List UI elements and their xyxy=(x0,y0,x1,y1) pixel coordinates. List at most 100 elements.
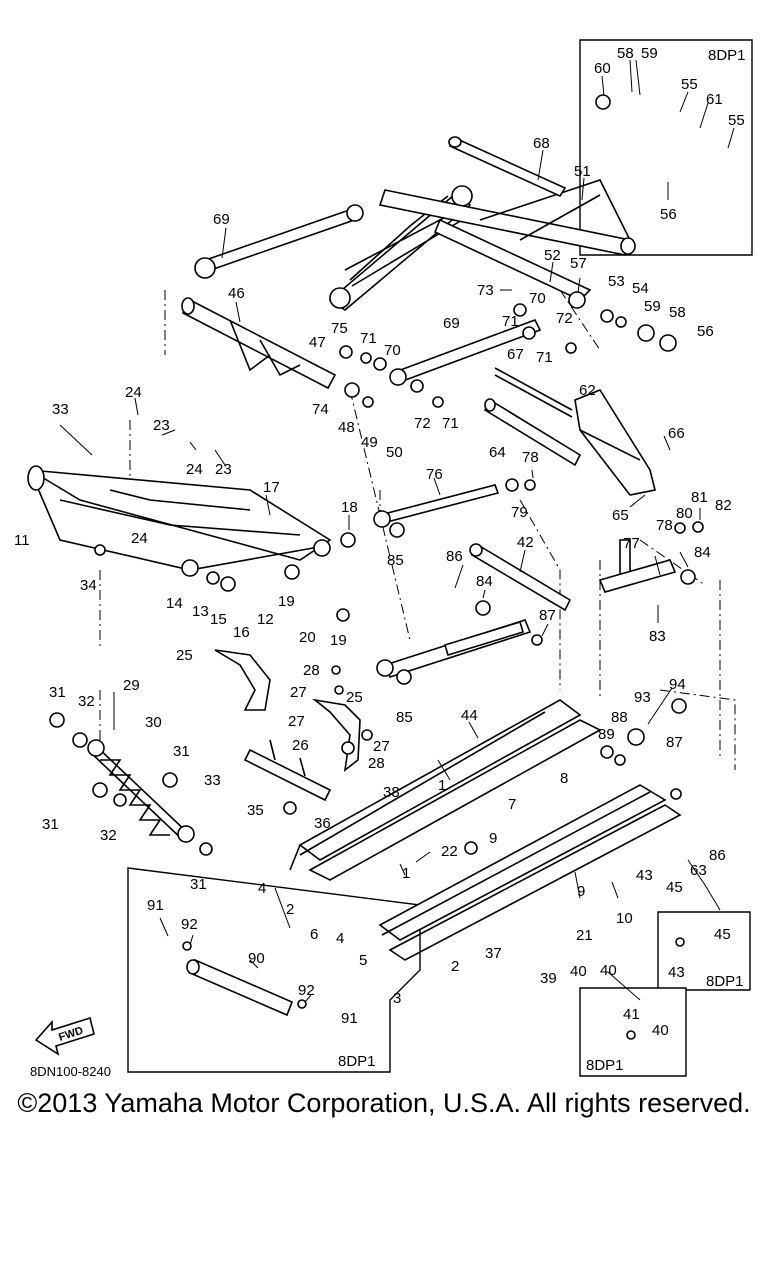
callout: 31 xyxy=(173,743,190,760)
callout: 72 xyxy=(414,415,431,432)
callout: 75 xyxy=(331,320,348,337)
callout: 31 xyxy=(49,684,66,701)
callout: 12 xyxy=(257,611,274,628)
callout: 9 xyxy=(577,883,585,900)
callout: 76 xyxy=(426,466,443,483)
callout: 40 xyxy=(570,963,587,980)
callout: 83 xyxy=(649,628,666,645)
callout: 14 xyxy=(166,595,183,612)
callout: 68 xyxy=(533,135,550,152)
callout: 40 xyxy=(652,1022,669,1039)
callout: 21 xyxy=(576,927,593,944)
callout: 46 xyxy=(228,285,245,302)
callout: 33 xyxy=(52,401,69,418)
callout: 70 xyxy=(384,342,401,359)
callout: 71 xyxy=(536,349,553,366)
callout: 18 xyxy=(341,499,358,516)
inset-box-bottom-left: 8DP1 xyxy=(127,867,421,1073)
inset-label-bottom-left: 8DP1 xyxy=(338,1053,376,1070)
callout: 70 xyxy=(529,290,546,307)
callout: 49 xyxy=(361,434,378,451)
callout: 82 xyxy=(715,497,732,514)
callout: 30 xyxy=(145,714,162,731)
callout: 86 xyxy=(709,847,726,864)
callout: 55 xyxy=(728,112,745,129)
callout: 60 xyxy=(594,60,611,77)
callout: 50 xyxy=(386,444,403,461)
callout: 25 xyxy=(346,689,363,706)
callout: 24 xyxy=(131,530,148,547)
callout: 40 xyxy=(600,962,617,979)
bracket-62 xyxy=(574,389,656,496)
callout: 15 xyxy=(210,611,227,628)
bracket-25-right xyxy=(312,698,361,772)
callout: 25 xyxy=(176,647,193,664)
callout: 91 xyxy=(147,897,164,914)
callout: 56 xyxy=(660,206,677,223)
callout: 71 xyxy=(442,415,459,432)
callout: 57 xyxy=(570,255,587,272)
callout: 61 xyxy=(706,91,723,108)
callout: 1 xyxy=(438,777,446,794)
callout: 27 xyxy=(373,738,390,755)
leader-lines xyxy=(59,59,735,1003)
callout: 43 xyxy=(636,867,653,884)
callout: 87 xyxy=(666,734,683,751)
callout: 69 xyxy=(443,315,460,332)
callout: 94 xyxy=(669,676,686,693)
callout: 91 xyxy=(341,1010,358,1027)
callout: 34 xyxy=(80,577,97,594)
callout: 2 xyxy=(451,958,459,975)
callout: 35 xyxy=(247,802,264,819)
callout: 20 xyxy=(299,629,316,646)
callout: 17 xyxy=(263,479,280,496)
callout: 78 xyxy=(656,517,673,534)
callout: 90 xyxy=(248,950,265,967)
callout: 13 xyxy=(192,603,209,620)
callout: 10 xyxy=(616,910,633,927)
callout: 41 xyxy=(623,1006,640,1023)
callout: 51 xyxy=(574,163,591,180)
callout: 84 xyxy=(476,573,493,590)
callout: 89 xyxy=(598,726,615,743)
callout: 5 xyxy=(359,952,367,969)
callout: 85 xyxy=(387,552,404,569)
callout: 72 xyxy=(556,310,573,327)
shaft-46 xyxy=(181,297,337,390)
callout: 59 xyxy=(641,45,658,62)
callout: 9 xyxy=(489,830,497,847)
callout: 65 xyxy=(612,507,629,524)
callout: 56 xyxy=(697,323,714,340)
slide-rail-right xyxy=(289,699,602,881)
callout: 88 xyxy=(611,709,628,726)
callout: 3 xyxy=(393,990,401,1007)
callout: 85 xyxy=(396,709,413,726)
callout: 53 xyxy=(608,273,625,290)
callout: 43 xyxy=(668,964,685,981)
callout: 73 xyxy=(477,282,494,299)
rod-69-middle xyxy=(389,319,542,386)
callout: 37 xyxy=(485,945,502,962)
callout: 67 xyxy=(507,346,524,363)
callout: 2 xyxy=(286,901,294,918)
rod-76 xyxy=(373,484,500,528)
reference-dash-lines xyxy=(99,289,736,770)
callout: 27 xyxy=(288,713,305,730)
callout: 71 xyxy=(502,313,519,330)
callout: 36 xyxy=(314,815,331,832)
callout: 86 xyxy=(446,548,463,565)
callout: 93 xyxy=(634,689,651,706)
callout: 22 xyxy=(441,843,458,860)
callout: 28 xyxy=(368,755,385,772)
bolt-67 xyxy=(494,367,573,418)
main-frame-upper xyxy=(27,465,332,577)
callout: 26 xyxy=(292,737,309,754)
callout: 52 xyxy=(544,247,561,264)
callout: 78 xyxy=(522,449,539,466)
callout: 58 xyxy=(669,304,686,321)
callout: 11 xyxy=(14,532,30,549)
fwd-arrow-icon: FWD xyxy=(34,1016,95,1056)
bracket-25-left xyxy=(214,649,271,711)
shaft-64 xyxy=(483,398,582,467)
arm-77 xyxy=(598,539,677,593)
